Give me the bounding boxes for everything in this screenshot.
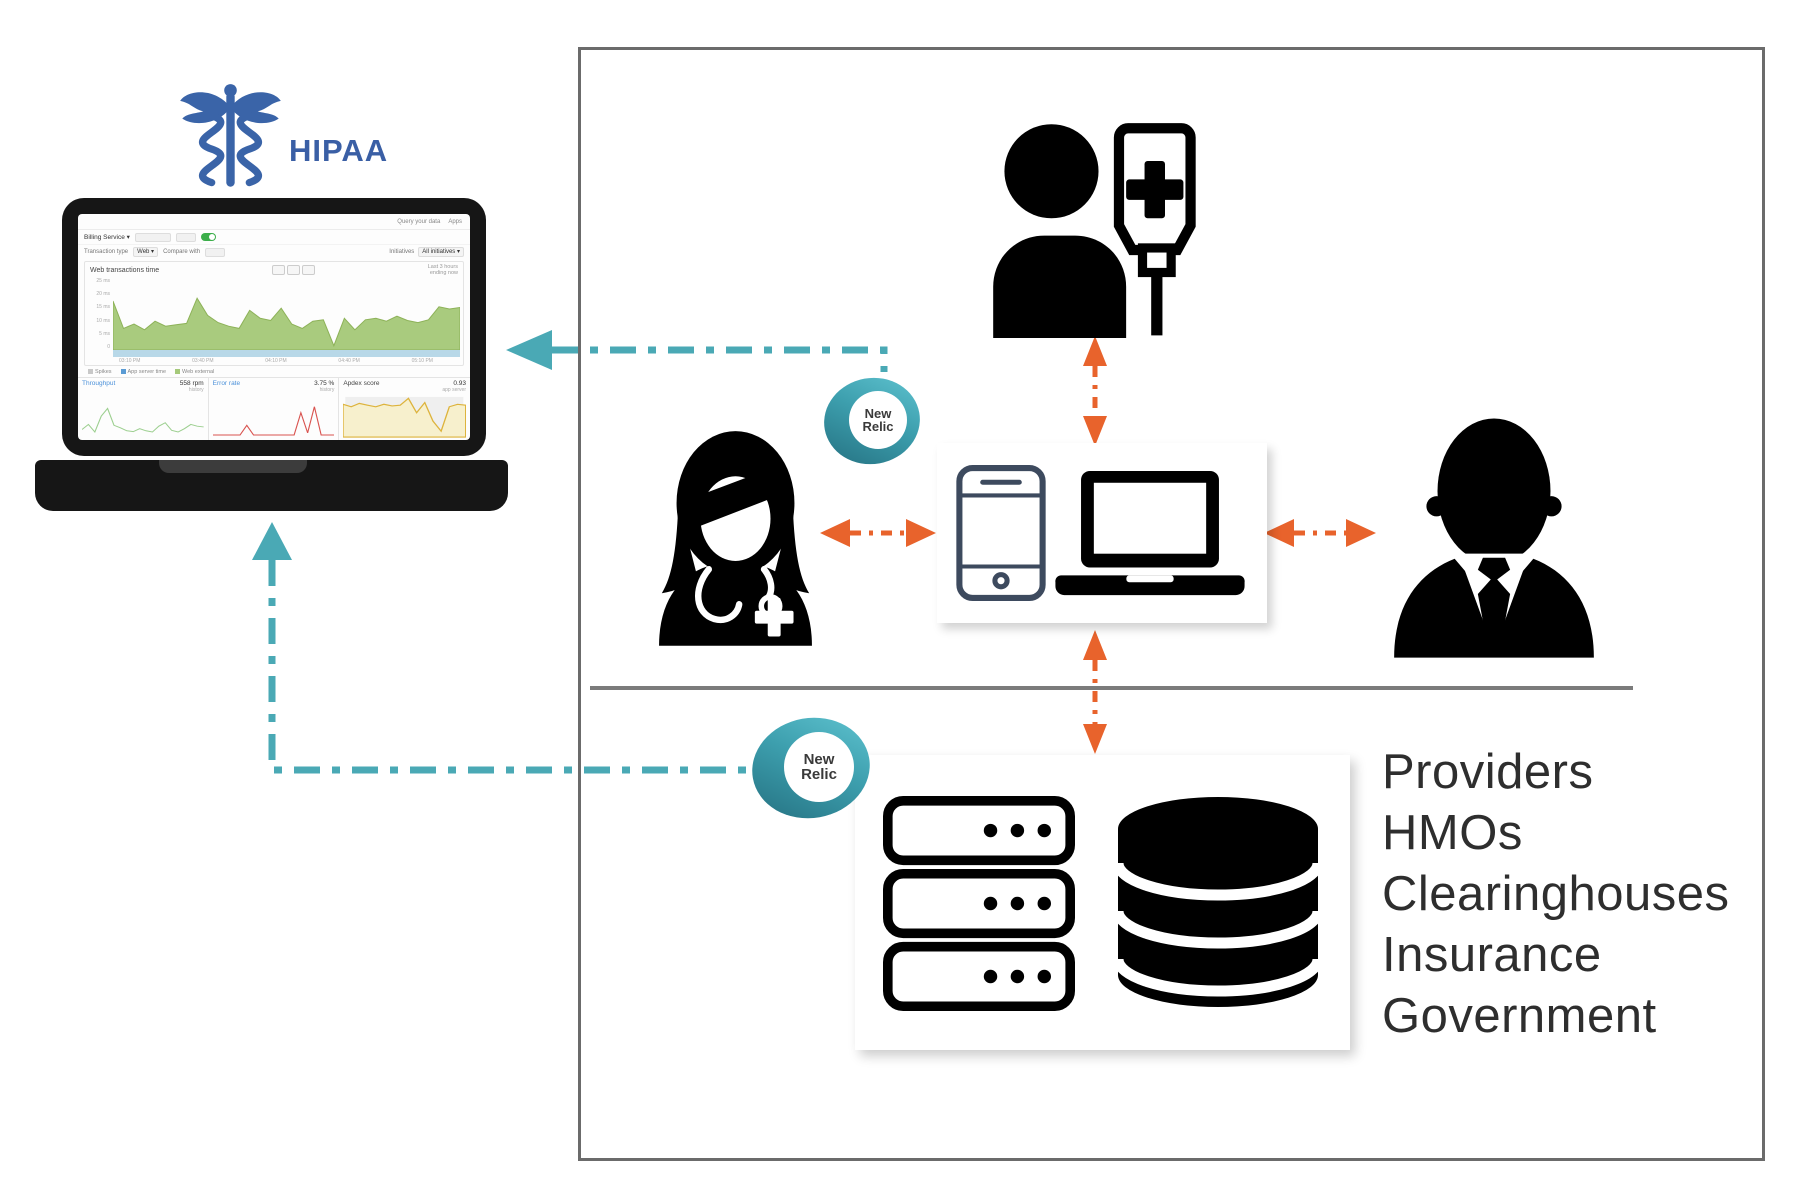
legend-label: App server time [127,368,167,375]
panel-title: Error rate [212,380,241,387]
transaction-type-value: Web ▾ [133,247,159,257]
throughput-sparkline [82,407,204,434]
panel-sub: history [188,387,204,393]
filter-chip [175,232,196,242]
stakeholder-providers: Providers [1382,745,1594,799]
time-range-sub: ending now [429,270,458,276]
stakeholder-clearinghouses: Clearinghouses [1382,867,1730,921]
error-rate-sparkline [212,406,335,436]
hipaa-label: HIPAA [289,133,389,168]
chart-legend: Spikes App server time Web external [78,366,470,377]
apdex-sparkline [343,396,466,438]
time-range: Last 3 hours [427,264,458,270]
panel-title: Apdex score [343,380,380,387]
laptop-device-icon [1055,470,1245,595]
doctor-icon [659,431,812,646]
panel-value: 0.93 [453,380,466,387]
new-relic-label-line2: Relic [862,419,894,434]
transaction-type-label: Transaction type [84,249,129,255]
web-transactions-chart [113,297,460,357]
app-selector: Billing Service ▾ [84,234,130,241]
metric-panels: Throughput 558 rpm history Error ra [78,377,470,440]
apps-link: Apps [448,218,462,225]
query-your-data-link: Query your data [397,218,441,225]
new-relic-label-line2: Relic [801,766,837,783]
legend-swatch-icon [120,369,126,374]
boundary-divider-line [590,686,1633,690]
chart-view-buttons [271,265,315,275]
initiatives-value: All initiatives ▾ [418,247,464,257]
laptop-base [35,460,508,511]
new-relic-label-line1: New [803,751,835,768]
teal-arrowhead-left-icon [506,330,552,370]
database-icon [1113,797,1323,1007]
apdex-panel: Apdex score 0.93 app server [339,378,470,440]
teal-arrowhead-up-icon [252,522,292,560]
new-relic-badge-bottom: New Relic [744,708,878,828]
backend-systems-box [855,755,1350,1050]
server-rack-icon [883,796,1075,1012]
compare-with-chip [205,247,226,257]
panel-sub: history [319,387,335,393]
legend-swatch-icon [175,369,181,374]
web-transactions-panel: Web transactions time Last 3 hours endin… [84,261,464,366]
new-relic-badge-top: New Relic [817,370,927,472]
throughput-panel: Throughput 558 rpm history [78,378,209,440]
smartphone-icon [956,464,1046,601]
businessman-icon [1394,418,1594,658]
panel-title: Throughput [82,380,116,387]
stakeholder-hmos: HMOs [1382,806,1523,860]
caduceus-icon [180,84,281,187]
initiatives-label: Initiatives [389,249,415,255]
live-toggle [200,233,216,241]
dashboard-app-row: Billing Service ▾ [78,230,470,245]
error-rate-panel: Error rate 3.75 % history [209,378,340,440]
hipaa-logo: HIPAA [178,82,388,192]
panel-value: 3.75 % [314,380,335,387]
patient-icon [993,123,1196,338]
panel-sub: app server [442,387,466,393]
new-relic-dashboard: Query your data Apps Billing Service ▾ T… [78,214,470,440]
legend-label: Spikes [95,368,112,375]
stakeholders-list: Providers HMOs Clearinghouses Insurance … [1382,742,1730,1047]
legend-label: Web external [182,368,215,375]
stakeholder-government: Government [1382,989,1657,1043]
new-relic-label-line1: New [864,406,892,421]
stakeholder-insurance: Insurance [1382,928,1602,982]
dashboard-filter-row: Transaction type Web ▾ Compare with Init… [78,245,470,259]
laptop-screen: Query your data Apps Billing Service ▾ T… [62,198,486,456]
compare-with-label: Compare with [163,249,201,255]
devices-box [937,443,1267,623]
panel-value: 558 rpm [179,380,204,387]
dashboard-topbar: Query your data Apps [78,214,470,230]
laptop-notch [159,460,307,473]
legend-swatch-icon [88,369,93,374]
filter-chip [134,232,171,242]
chart-title: Web transactions time [90,266,160,274]
